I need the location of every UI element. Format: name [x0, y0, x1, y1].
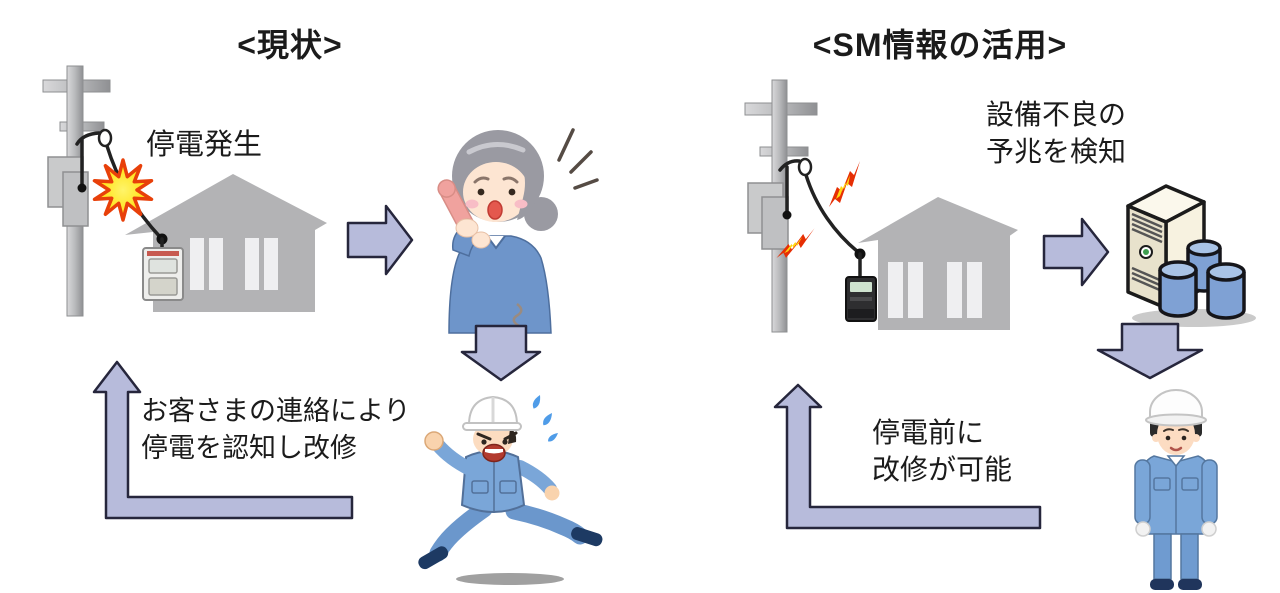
electrical-fault-bolt-icon — [776, 228, 815, 258]
server-database-illustration — [1126, 184, 1256, 327]
arrow-down-icon — [460, 324, 542, 382]
left-loop-line2: 停電を認知し改修 — [141, 433, 357, 463]
right-panel-title: <SM情報の活用> — [812, 27, 1068, 63]
starburst-spark-icon — [92, 158, 154, 222]
right-loop-line1: 停電前に — [872, 417, 985, 448]
sweat-drops-icon — [532, 395, 558, 442]
utility-pole-icon — [744, 79, 818, 333]
right-loop-line2: 改修が可能 — [872, 454, 1013, 485]
server-vents — [1131, 212, 1163, 293]
l-shaped-up-arrow-icon — [773, 383, 1042, 530]
left-pole-house-illustration — [42, 65, 327, 317]
house-icon — [858, 197, 1018, 330]
smart-meter-icon — [142, 247, 184, 301]
standing-worker-illustration — [1134, 389, 1218, 590]
left-loop-line1: お客さまの連絡により — [141, 396, 411, 426]
electrical-fault-bolt-icon — [829, 161, 860, 207]
outage-label: 停電発生 — [146, 129, 263, 161]
arrow-right-icon — [1042, 217, 1110, 287]
alert-lines-icon — [557, 128, 599, 190]
house-icon — [125, 174, 327, 312]
detect-label: 設備不良の 予兆を検知 — [986, 96, 1126, 170]
running-worker-illustration — [418, 395, 603, 585]
right-loop-text: 停電前に 改修が可能 — [872, 414, 1012, 488]
arrow-down-icon — [1096, 322, 1204, 380]
left-panel-title: <現状> — [237, 27, 343, 63]
smart-meter-icon — [845, 276, 877, 322]
customer-on-phone-illustration — [437, 128, 599, 338]
arrow-right-icon — [346, 204, 414, 276]
utility-pole-icon — [42, 65, 111, 317]
power-wire — [778, 157, 866, 281]
database-cylinders-icon — [1158, 239, 1246, 320]
detect-line2: 予兆を検知 — [986, 136, 1127, 167]
right-pole-house-illustration — [744, 79, 1018, 333]
l-shaped-up-arrow-icon — [92, 360, 354, 520]
detect-line1: 設備不良の — [986, 99, 1127, 130]
left-loop-text: お客さまの連絡により 停電を認知し改修 — [141, 393, 410, 467]
